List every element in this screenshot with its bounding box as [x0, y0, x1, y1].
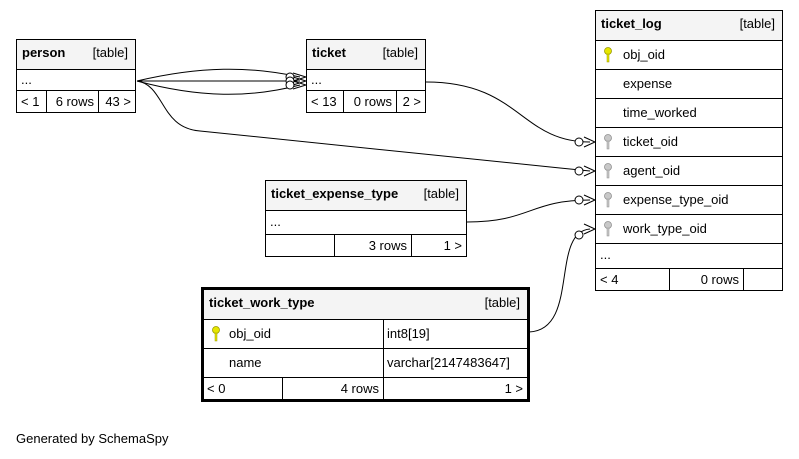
foreign-key-icon [604, 134, 612, 150]
column-name: name [229, 355, 262, 370]
ellipsis: ... [270, 214, 281, 229]
table-footer: < 0 4 rows 1 > [204, 378, 527, 399]
parents-count: < 1 [21, 94, 40, 109]
ellipsis: ... [21, 72, 32, 87]
table-ticket-expense-type[interactable]: ticket_expense_type [table] ... 3 rows 1… [265, 180, 467, 257]
parents-count: < 13 [311, 94, 337, 109]
column-row[interactable]: ticket_oid [596, 128, 782, 157]
column-name: expense [623, 76, 673, 91]
optional-marker-ticketlog-work [574, 230, 584, 240]
column-type: int8[19] [387, 326, 430, 341]
column-name: expense_type_oid [623, 192, 729, 207]
table-ticket-log[interactable]: ticket_log [table] obj_oid expense time_… [595, 10, 783, 291]
children-count: 43 > [98, 91, 135, 112]
table-kind: [table] [382, 45, 418, 60]
row-count: 4 rows [282, 378, 383, 399]
primary-key-icon [604, 47, 612, 63]
column-row[interactable]: expense_type_oid [596, 186, 782, 215]
table-name: person [22, 45, 66, 60]
row-count: 6 rows [46, 91, 98, 112]
parents-count [266, 235, 334, 256]
edge-person-ticket-3 [136, 80, 301, 95]
column-name: obj_oid [623, 47, 665, 62]
ellipsis-row: ... [307, 70, 425, 91]
foreign-key-icon [604, 163, 612, 179]
children-count: 1 > [411, 235, 466, 256]
table-kind: [table] [92, 45, 128, 60]
ellipsis: ... [311, 72, 322, 87]
ellipsis-row: ... [596, 244, 782, 269]
table-footer: < 4 0 rows [596, 269, 782, 290]
edge-person-ticket-1 [136, 68, 301, 82]
column-row[interactable]: agent_oid [596, 157, 782, 186]
table-name: ticket_expense_type [271, 186, 399, 201]
column-row[interactable]: time_worked [596, 99, 782, 128]
column-row[interactable]: obj_oid int8[19] [204, 320, 527, 349]
table-kind: [table] [739, 16, 775, 31]
table-header: ticket_work_type [table] [204, 290, 527, 320]
table-footer: 3 rows 1 > [266, 235, 466, 256]
foreign-key-icon [604, 192, 612, 208]
row-count: 0 rows [343, 91, 396, 112]
column-row[interactable]: work_type_oid [596, 215, 782, 244]
column-name: time_worked [623, 105, 697, 120]
table-header: ticket [table] [307, 40, 425, 70]
foreign-key-icon [604, 221, 612, 237]
column-name: work_type_oid [623, 221, 707, 236]
table-name: ticket_log [601, 16, 662, 31]
row-count: 3 rows [334, 235, 411, 256]
optional-marker-ticketlog-expense [574, 195, 584, 205]
ellipsis: ... [600, 247, 611, 262]
parents-count: < 4 [600, 272, 619, 287]
column-name: obj_oid [229, 326, 271, 341]
edge-worktype-ticketlog [528, 228, 591, 333]
column-name: ticket_oid [623, 134, 678, 149]
table-kind: [table] [423, 186, 459, 201]
optional-marker-ticketlog-ticket [574, 137, 584, 147]
table-kind: [table] [484, 295, 520, 310]
parents-count: < 0 [207, 381, 226, 396]
primary-key-icon [212, 326, 220, 342]
table-header: ticket_log [table] [596, 11, 782, 41]
column-row[interactable]: name varchar[2147483647] [204, 349, 527, 378]
table-ticket[interactable]: ticket [table] ... < 13 0 rows 2 > [306, 39, 426, 113]
edge-expensetype-ticketlog [466, 199, 591, 223]
table-header: person [table] [17, 40, 135, 70]
children-count: 1 > [383, 378, 527, 399]
table-footer: < 1 6 rows 43 > [17, 91, 135, 112]
optional-marker-ticketlog-agent [574, 166, 584, 176]
table-name: ticket [312, 45, 346, 60]
row-count: 0 rows [669, 269, 743, 290]
column-type: varchar[2147483647] [387, 355, 510, 370]
children-count: 2 > [396, 91, 425, 112]
column-name: agent_oid [623, 163, 681, 178]
table-person[interactable]: person [table] ... < 1 6 rows 43 > [16, 39, 136, 113]
table-name: ticket_work_type [209, 295, 315, 310]
edge-person-ticketlog [136, 80, 591, 172]
table-ticket-work-type[interactable]: ticket_work_type [table] obj_oid int8[19… [201, 287, 530, 402]
ellipsis-row: ... [266, 211, 466, 235]
column-row[interactable]: obj_oid [596, 41, 782, 70]
optional-marker-ticket-3 [285, 80, 295, 90]
edge-ticket-ticketlog [425, 81, 591, 143]
table-header: ticket_expense_type [table] [266, 181, 466, 211]
table-footer: < 13 0 rows 2 > [307, 91, 425, 112]
ellipsis-row: ... [17, 70, 135, 91]
children-count [743, 269, 782, 290]
column-row[interactable]: expense [596, 70, 782, 99]
generated-by-label: Generated by SchemaSpy [16, 431, 169, 446]
